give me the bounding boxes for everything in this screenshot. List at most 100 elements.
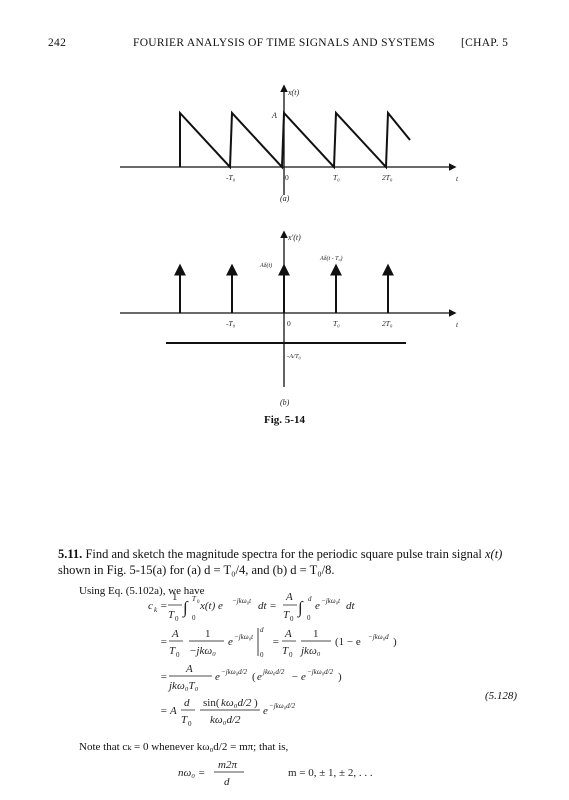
svg-text:dt: dt xyxy=(346,600,356,612)
svg-text:0: 0 xyxy=(188,720,192,728)
svg-text:0: 0 xyxy=(197,600,200,605)
using-eq-text: Using Eq. (5.102a), we have xyxy=(79,585,205,597)
tick-label: 2T₀ xyxy=(382,319,393,328)
svg-text:=: = xyxy=(160,600,167,612)
tick-label: T₀ xyxy=(333,319,340,328)
eq-ck: c xyxy=(148,600,153,612)
svg-text:e: e xyxy=(263,705,268,717)
svg-text:jkω₀T₀: jkω₀T₀ xyxy=(167,680,199,692)
svg-text:=: = xyxy=(160,671,167,683)
svg-text:A: A xyxy=(185,663,193,675)
svg-text:): ) xyxy=(254,697,258,709)
panel-a: x(t) A -T₀ 0 T₀ 2T₀ t (a) xyxy=(120,84,459,203)
svg-text:T: T xyxy=(168,609,175,621)
svg-text:dt =: dt = xyxy=(258,600,277,612)
svg-text:0: 0 xyxy=(176,651,180,659)
tick-label: 2T₀ xyxy=(382,173,393,182)
svg-text:∫: ∫ xyxy=(297,598,304,618)
svg-text:sin(: sin( xyxy=(203,697,220,709)
svg-text:−jkω₀t: −jkω₀t xyxy=(321,597,341,605)
equation-tag: (5.128) xyxy=(485,690,518,702)
svg-text:e: e xyxy=(215,671,220,683)
problem-text-1: Find and sketch the magnitude spectra fo… xyxy=(85,547,482,561)
note-text: Note that cₖ = 0 whenever kω₀d/2 = mπ; t… xyxy=(79,741,289,753)
svg-text:(: ( xyxy=(252,671,256,683)
figure-caption: Fig. 5-14 xyxy=(264,414,305,426)
svg-text:d: d xyxy=(224,776,230,788)
chapter-label: [CHAP. 5 xyxy=(461,37,509,49)
svg-text:1: 1 xyxy=(172,591,178,603)
svg-text:m = 0, ± 1, ± 2, . . .: m = 0, ± 1, ± 2, . . . xyxy=(288,767,373,779)
t-label: t xyxy=(456,174,459,183)
x-t-label: x(t) xyxy=(287,88,299,97)
svg-text:kω₀d/2: kω₀d/2 xyxy=(210,714,241,726)
tick-label: 0 xyxy=(285,173,289,182)
svg-text:−jkω₀d/2: −jkω₀d/2 xyxy=(269,702,296,710)
impulse-label-0: Aδ(t) xyxy=(259,262,272,269)
svg-text:A: A xyxy=(284,628,292,640)
svg-text:−jkω₀: −jkω₀ xyxy=(189,645,216,657)
problem-5-11: 5.11. Find and sketch the magnitude spec… xyxy=(58,546,528,578)
svg-text:−jkω₀t: −jkω₀t xyxy=(232,597,252,605)
svg-text:k: k xyxy=(154,606,158,614)
impulse-label-1: Aδ(t - T₀) xyxy=(319,255,343,262)
svg-text:jkω₀: jkω₀ xyxy=(299,645,321,657)
amplitude-label: A xyxy=(271,111,277,120)
problem-text-2: shown in Fig. 5-15(a) for (a) d = T₀/4, … xyxy=(58,563,335,577)
svg-text:): ) xyxy=(393,636,397,648)
level-label: -A/T₀ xyxy=(287,353,301,360)
problem-signal: x(t) xyxy=(484,547,503,561)
svg-text:(1 − e: (1 − e xyxy=(335,636,361,648)
page-number: 242 xyxy=(48,37,67,49)
sawtooth-waveform xyxy=(179,110,411,170)
svg-text:d: d xyxy=(308,595,312,603)
svg-text:A: A xyxy=(285,591,293,603)
svg-text:d: d xyxy=(184,697,190,709)
problem-number: 5.11. xyxy=(58,547,83,561)
svg-text:=: = xyxy=(160,636,167,648)
svg-text:0: 0 xyxy=(290,615,294,623)
svg-text:1: 1 xyxy=(205,628,211,640)
svg-text:T: T xyxy=(169,645,176,657)
svg-text:−jkω₀d/2: −jkω₀d/2 xyxy=(221,668,248,676)
panel-b: x'(t) Aδ(t) Aδ(t - T₀) -T₀ 0 T₀ 2T₀ t -A… xyxy=(120,230,459,407)
svg-text:−jkω₀t: −jkω₀t xyxy=(234,633,254,641)
svg-text:= A: = A xyxy=(160,705,177,717)
svg-text:m2π: m2π xyxy=(218,759,237,771)
svg-text:0: 0 xyxy=(260,651,264,659)
tick-label: T₀ xyxy=(333,173,340,182)
svg-text:∫: ∫ xyxy=(182,598,189,618)
panel-label-a: (a) xyxy=(280,194,290,203)
tick-label: 0 xyxy=(287,319,291,328)
svg-text:=: = xyxy=(272,636,279,648)
impulse-train xyxy=(174,263,394,313)
xprime-label: x'(t) xyxy=(287,233,301,242)
svg-text:T: T xyxy=(181,714,188,726)
svg-text:e: e xyxy=(301,671,306,683)
svg-text:e: e xyxy=(257,671,262,683)
t-label: t xyxy=(456,320,459,329)
svg-text:x(t) e: x(t) e xyxy=(199,600,223,612)
tick-label: -T₀ xyxy=(226,173,236,182)
svg-text:1: 1 xyxy=(313,628,319,640)
svg-text:−jkω₀d: −jkω₀d xyxy=(368,633,389,641)
running-title: FOURIER ANALYSIS OF TIME SIGNALS AND SYS… xyxy=(133,37,435,49)
svg-text:0: 0 xyxy=(289,651,293,659)
svg-text:kω₀d/2: kω₀d/2 xyxy=(221,697,252,709)
svg-text:T: T xyxy=(282,645,289,657)
svg-text:A: A xyxy=(171,628,179,640)
svg-text:0: 0 xyxy=(307,614,311,622)
tick-label: -T₀ xyxy=(226,319,236,328)
svg-text:T: T xyxy=(192,595,197,603)
svg-text:e: e xyxy=(228,636,233,648)
svg-text:−: − xyxy=(291,671,298,683)
svg-text:jkω₀d/2: jkω₀d/2 xyxy=(262,668,285,676)
svg-text:−jkω₀d/2: −jkω₀d/2 xyxy=(307,668,334,676)
svg-text:T: T xyxy=(283,609,290,621)
svg-text:0: 0 xyxy=(192,614,196,622)
svg-text:): ) xyxy=(338,671,342,683)
svg-text:e: e xyxy=(315,600,320,612)
svg-text:nω₀ =: nω₀ = xyxy=(178,767,205,779)
